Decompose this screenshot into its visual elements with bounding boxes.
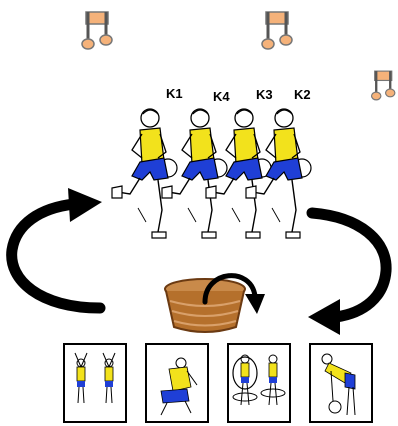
music-note-icon	[370, 70, 396, 101]
ball-bend-figure	[321, 353, 356, 416]
crouch-jump-figure	[160, 357, 198, 416]
music-note-icon	[261, 11, 293, 50]
curved-arrow-down-icon	[202, 273, 265, 314]
curved-arrow-left-icon	[6, 188, 106, 314]
runner-label: K3	[256, 87, 273, 102]
runners-illustration	[111, 108, 312, 239]
hula-hoop-figure	[232, 354, 286, 406]
music-note-icon	[81, 11, 113, 50]
runner-figure	[111, 108, 178, 239]
runner-label: K1	[166, 86, 183, 101]
arm-raise-figure	[74, 352, 116, 404]
exercise-panel-crouch-jump	[145, 343, 209, 423]
runner-label: K2	[294, 87, 311, 102]
exercise-panel-hula-hoop	[227, 343, 291, 423]
curved-arrow-right-icon	[306, 207, 392, 335]
runner-label: K4	[213, 89, 230, 104]
exercise-panel-ball-bend	[309, 343, 373, 423]
exercise-panel-arm-raise	[63, 343, 127, 423]
